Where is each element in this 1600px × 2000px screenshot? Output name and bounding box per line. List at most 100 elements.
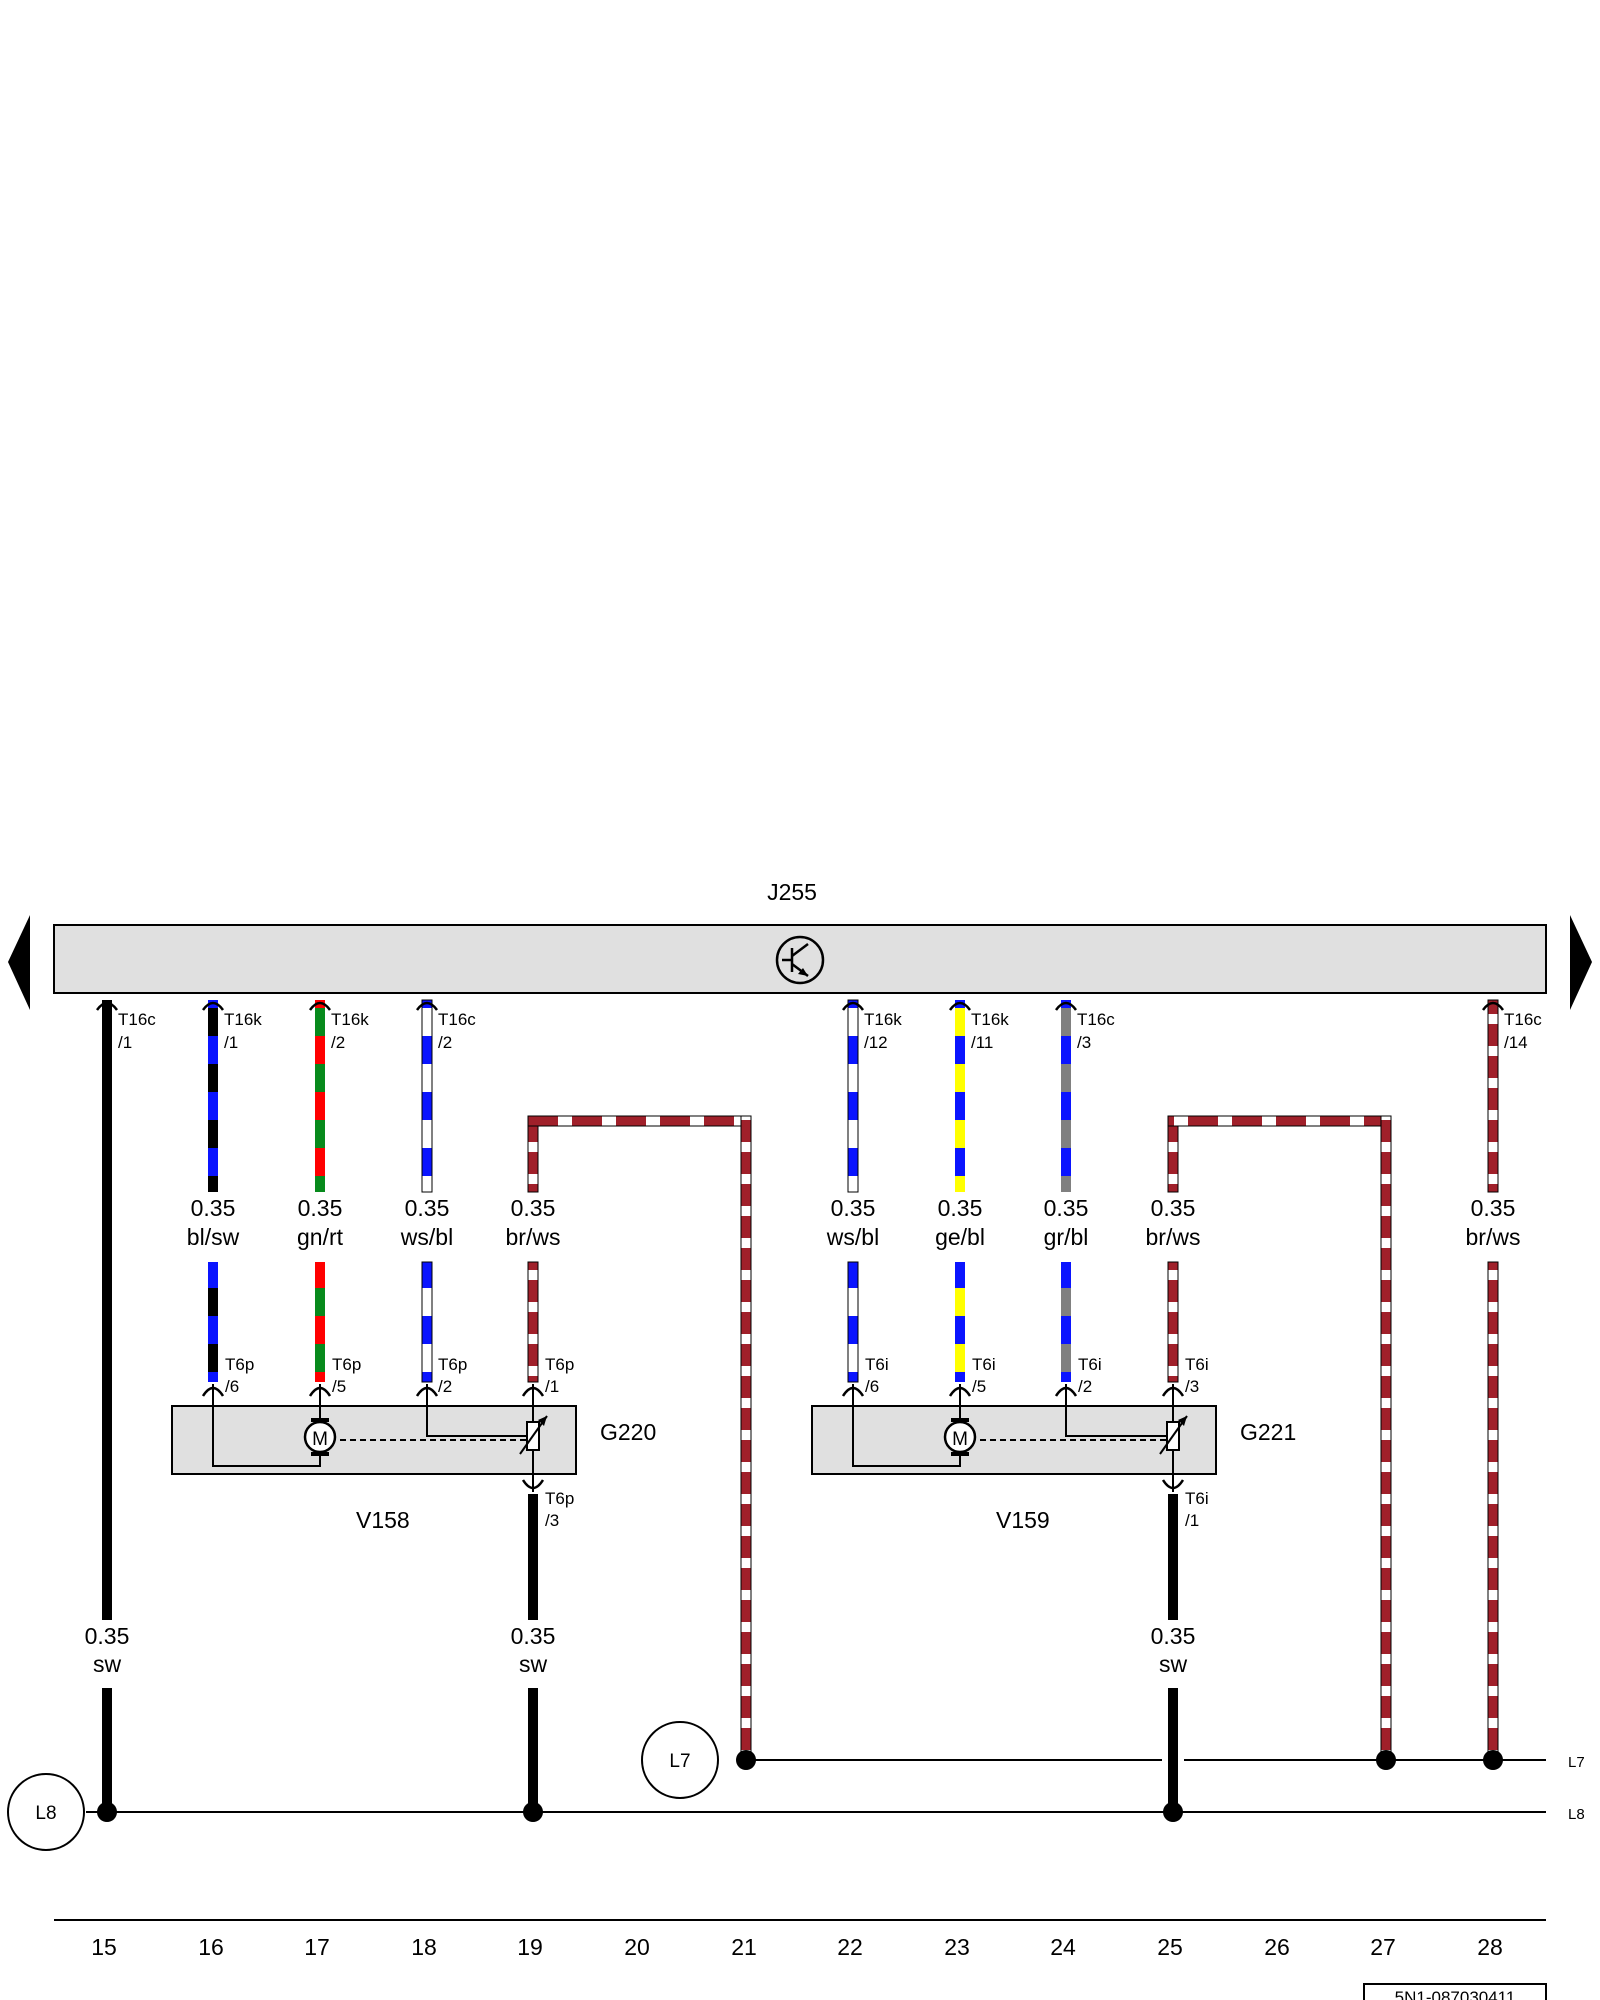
wire-br-ws	[527, 1115, 747, 1127]
connector-label: T16c	[438, 1010, 476, 1029]
connector-label: T6i	[1185, 1355, 1209, 1374]
column-number: 19	[517, 1934, 543, 1960]
connector-pin-label: /5	[332, 1377, 346, 1396]
wire-size-label: 0.35	[405, 1195, 450, 1221]
connector-pin-icon	[308, 1001, 332, 1011]
svg-text:M: M	[952, 1429, 968, 1450]
column-number: 15	[91, 1934, 117, 1960]
wire-gr-bl	[1061, 1000, 1071, 1192]
column-number: 28	[1477, 1934, 1503, 1960]
wire-br-ws	[1380, 1115, 1392, 1757]
wire-color-label: ws/bl	[826, 1224, 879, 1250]
connector-pin-label: /2	[438, 1377, 452, 1396]
wire-sw	[528, 1688, 538, 1812]
connector-pin-label: /3	[1185, 1377, 1199, 1396]
svg-text:M: M	[312, 1429, 328, 1450]
motor-icon: M	[943, 1418, 977, 1456]
arrow-left-icon[interactable]	[8, 915, 30, 1010]
connector-pin-label: /1	[1185, 1511, 1199, 1530]
wire-ws-bl	[847, 999, 859, 1193]
potentiometer-icon	[1159, 1415, 1188, 1455]
connector-pin-label: /5	[972, 1377, 986, 1396]
connector-pin-icon	[201, 1001, 225, 1011]
motor-icon: M	[303, 1418, 337, 1456]
connector-pin-label: /3	[545, 1511, 559, 1530]
wire-br-ws	[1487, 999, 1499, 1193]
wire-bl-sw	[208, 1000, 218, 1192]
column-number: 21	[731, 1934, 757, 1960]
connector-label: T16c	[1504, 1010, 1542, 1029]
wire-color-label: br/ws	[1466, 1224, 1521, 1250]
wire-color-label: sw	[519, 1651, 548, 1677]
wire-sw	[1168, 1494, 1178, 1620]
connector-pin-label: /1	[224, 1033, 238, 1052]
connector-label: T16k	[971, 1010, 1009, 1029]
column-number: 18	[411, 1934, 437, 1960]
sensor-g220-label: G220	[600, 1419, 656, 1445]
wire-sw	[528, 1494, 538, 1620]
wire-color-label: gn/rt	[297, 1224, 344, 1250]
module-v159-label: V159	[996, 1507, 1050, 1533]
connector-pin-label: /11	[971, 1033, 993, 1052]
connector-pin-label: /3	[1077, 1033, 1091, 1052]
wire-size-label: 0.35	[85, 1623, 130, 1649]
rail-l8-label: L8	[1568, 1806, 1585, 1823]
junction-dot	[736, 1750, 756, 1770]
connector-pin-label: /14	[1504, 1033, 1528, 1052]
connector-pin-label: /1	[545, 1377, 559, 1396]
connector-label: T6p	[438, 1355, 467, 1374]
connector-pin-label: /2	[1078, 1377, 1092, 1396]
arrow-right-icon[interactable]	[1570, 915, 1592, 1010]
column-number: 25	[1157, 1934, 1183, 1960]
connector-pin-icon	[1481, 1001, 1505, 1011]
connector-label: T16c	[118, 1010, 156, 1029]
wire-color-label: bl/sw	[187, 1224, 240, 1250]
wire-ws-bl	[421, 1261, 433, 1383]
wire-color-label: gr/bl	[1044, 1224, 1089, 1250]
wire-size-label: 0.35	[511, 1623, 556, 1649]
diagram-id-box	[1363, 1983, 1547, 2000]
connector-pin-icon	[1054, 1001, 1078, 1011]
wire-sw	[102, 1000, 112, 1620]
connector-label: T16k	[224, 1010, 262, 1029]
wire-sw	[102, 1688, 112, 1812]
rail-l7-label: L7	[1568, 1754, 1585, 1771]
connector-label: T6i	[1078, 1355, 1102, 1374]
wire-color-label: ge/bl	[935, 1224, 985, 1250]
wire-size-label: 0.35	[511, 1195, 556, 1221]
column-number: 23	[944, 1934, 970, 1960]
connector-label: T6i	[1185, 1489, 1209, 1508]
connector-label: T16k	[331, 1010, 369, 1029]
column-number: 24	[1050, 1934, 1076, 1960]
wire-ws-bl	[421, 999, 433, 1193]
wire-size-label: 0.35	[191, 1195, 236, 1221]
wire-gn-rt	[315, 1000, 325, 1192]
wire-color-label: sw	[93, 1651, 122, 1677]
connector-pin-icon	[95, 1001, 119, 1011]
connector-label: T16k	[864, 1010, 902, 1029]
ground-point-l7-label: L7	[669, 1751, 690, 1772]
wire-ws-bl	[847, 1261, 859, 1383]
wire-ge-bl	[955, 1262, 965, 1382]
ground-point-l8-label: L8	[35, 1803, 56, 1824]
junction-dot	[1163, 1802, 1183, 1822]
connector-label: T6i	[972, 1355, 996, 1374]
connector-pin-icon	[841, 1001, 865, 1011]
connector-pin-label: /6	[865, 1377, 879, 1396]
wire-br-ws	[527, 1117, 539, 1193]
wire-color-label: ws/bl	[400, 1224, 453, 1250]
wire-size-label: 0.35	[1151, 1195, 1196, 1221]
column-number: 26	[1264, 1934, 1290, 1960]
connector-label: T6i	[865, 1355, 889, 1374]
wire-gn-rt	[315, 1262, 325, 1382]
wire-sw	[1168, 1688, 1178, 1812]
connector-pin-label: /1	[118, 1033, 132, 1052]
column-number: 17	[304, 1934, 330, 1960]
wire-size-label: 0.35	[1044, 1195, 1089, 1221]
wire-br-ws	[1167, 1115, 1391, 1127]
connector-label: T6p	[545, 1355, 574, 1374]
wire-br-ws	[1167, 1117, 1179, 1193]
connector-label: T6p	[545, 1489, 574, 1508]
connector-label: T6p	[225, 1355, 254, 1374]
junction-dot	[97, 1802, 117, 1822]
